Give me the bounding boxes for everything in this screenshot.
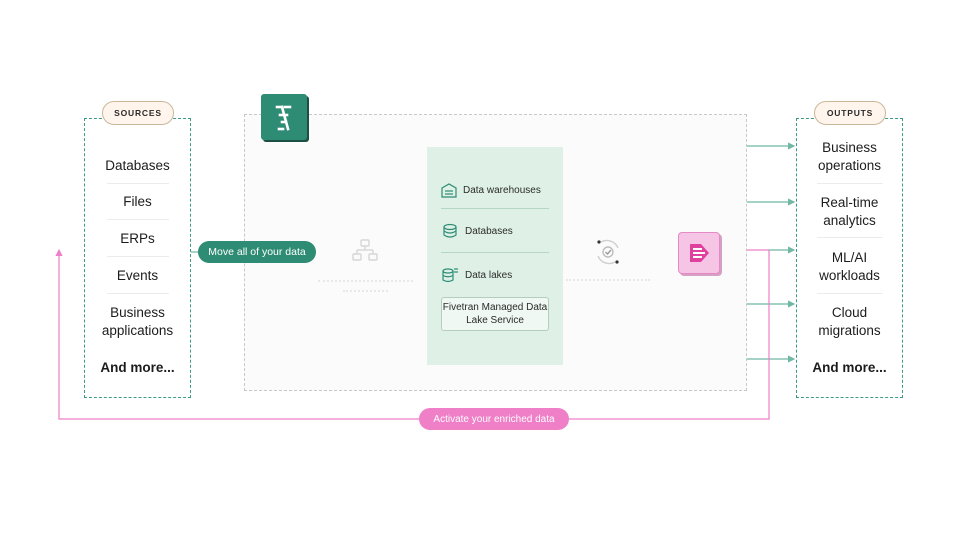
- source-item-files[interactable]: Files: [123, 194, 152, 209]
- source-item-business-applications[interactable]: Business applications: [101, 305, 174, 338]
- destinations-panel: Data warehouses Databases Data lakes Fiv…: [427, 147, 563, 365]
- output-item-ml-ai-workloads[interactable]: ML/AI workloads: [819, 250, 880, 283]
- destination-lakes-label: Data lakes: [465, 269, 513, 281]
- transform-caption-ghost: [566, 274, 650, 282]
- source-item-databases[interactable]: Databases: [105, 158, 170, 173]
- sources-panel: Databases Files ERPs Events Business app…: [84, 118, 191, 398]
- divider: [441, 208, 549, 209]
- output-item-real-time-analytics[interactable]: Real-time analytics: [820, 195, 879, 228]
- move-data-pill: Move all of your data: [198, 241, 316, 263]
- outputs-header: OUTPUTS: [814, 101, 886, 125]
- destination-row-lakes[interactable]: Data lakes: [441, 266, 512, 284]
- source-item-and-more[interactable]: And more...: [100, 360, 175, 375]
- divider: [817, 293, 883, 294]
- output-item-and-more[interactable]: And more...: [812, 360, 887, 375]
- divider: [107, 183, 169, 184]
- outputs-panel: Business operations Real-time analytics …: [796, 118, 903, 398]
- data-lake-icon: [442, 268, 458, 283]
- managed-data-lake-service-box[interactable]: Fivetran Managed Data Lake Service: [441, 297, 549, 331]
- source-item-erps[interactable]: ERPs: [120, 231, 155, 246]
- destination-row-warehouses[interactable]: Data warehouses: [441, 182, 541, 198]
- activate-data-pill: Activate your enriched data: [419, 408, 569, 430]
- divider: [817, 237, 883, 238]
- activation-icon[interactable]: [678, 232, 720, 274]
- divider: [817, 183, 883, 184]
- divider: [107, 219, 169, 220]
- destination-databases-label: Databases: [465, 225, 513, 237]
- fivetran-logo-icon: [261, 94, 307, 140]
- divider: [107, 256, 169, 257]
- destination-row-databases[interactable]: Databases: [441, 223, 513, 239]
- source-item-events[interactable]: Events: [116, 268, 159, 283]
- output-item-business-operations[interactable]: Business operations: [817, 140, 882, 173]
- divider: [441, 252, 549, 253]
- warehouse-icon: [441, 183, 457, 198]
- sources-header: SOURCES: [102, 101, 174, 125]
- pipeline-icon: [352, 238, 378, 264]
- destination-warehouses-label: Data warehouses: [463, 184, 541, 196]
- pipeline-caption-ghost: [318, 272, 413, 294]
- transform-icon: [592, 236, 624, 268]
- divider: [107, 293, 169, 294]
- output-item-cloud-migrations[interactable]: Cloud migrations: [818, 305, 881, 338]
- database-icon: [443, 223, 457, 238]
